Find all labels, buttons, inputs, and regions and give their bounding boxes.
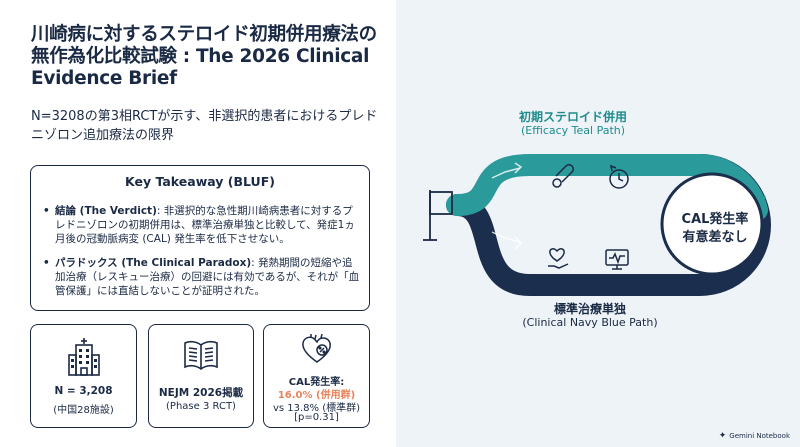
sample-size-sites: (中国28施設) <box>53 405 114 416</box>
cal-rate-combined: 16.0% (併用群) <box>277 390 356 401</box>
verdict-label: 結論 (The Verdict) <box>55 205 157 217</box>
page-title: 川崎病に対するステロイド初期併用療法の無作為化比較試験 : The 2026 C… <box>31 24 377 89</box>
journal-name: NEJM 2026掲載 <box>158 387 244 399</box>
verdict-text: : 非選択的な急性期川崎病患者に対するプレドニゾロンの初期併用は、標準治療単独と… <box>55 205 355 245</box>
cal-rate-standard: vs 13.8% (標準群) <box>272 403 361 414</box>
takeaway-item-verdict: • 結論 (The Verdict): 非選択的な急性期川崎病患者に対するプレド… <box>43 204 363 246</box>
paradox-label: パラドックス (The Clinical Paradox) <box>55 257 252 269</box>
cal-rate-label: CAL発生率: <box>288 377 345 388</box>
brand-label: Gemini Notebook <box>729 432 790 440</box>
hospital-icon <box>67 338 100 376</box>
journal-phase: (Phase 3 RCT) <box>166 401 236 412</box>
sparkle-icon: ✦ <box>718 431 727 441</box>
left-panel: 川崎病に対するステロイド初期併用療法の無作為化比較試験 : The 2026 C… <box>0 0 396 447</box>
standard-path-title: 標準治療単独 <box>553 302 626 316</box>
sample-size-value: N = 3,208 <box>54 385 113 397</box>
bullet: • <box>43 205 50 217</box>
monitor-icon <box>605 249 629 270</box>
paradox-text: : 発熱期間の短縮や追加治療（レスキュー治療）の回避には有効であるが、それが「血… <box>55 257 360 297</box>
result-node <box>660 172 764 276</box>
bullet: • <box>43 257 50 269</box>
sample-size-card: N = 3,208 (中国28施設) <box>30 324 137 428</box>
key-takeaway-box: Key Takeaway (BLUF) • 結論 (The Verdict): … <box>30 165 370 311</box>
steroid-path-subtitle: (Efficacy Teal Path) <box>520 124 626 137</box>
brand-watermark: ✦ Gemini Notebook <box>719 431 790 441</box>
signpost-icon <box>423 190 453 241</box>
cal-rate-card: CAL発生率: 16.0% (併用群) vs 13.8% (標準群) [p=0.… <box>263 324 370 428</box>
thermometer-icon <box>552 164 574 188</box>
result-line-2: 有意差なし <box>682 230 748 245</box>
result-line-1: CAL発生率 <box>681 212 749 227</box>
takeaway-heading: Key Takeaway (BLUF) <box>125 174 275 189</box>
takeaway-item-paradox: • パラドックス (The Clinical Paradox): 発熱期間の短縮… <box>43 256 363 298</box>
book-icon <box>184 340 218 371</box>
care-heart-icon <box>548 248 569 269</box>
standard-path-subtitle: (Clinical Navy Blue Path) <box>522 316 658 329</box>
cal-p-value: [p=0.31] <box>294 412 339 423</box>
heart-icon <box>301 333 331 363</box>
page-subtitle: N=3208の第3相RCTが示す、非選択的患者におけるプレドニゾロン追加療法の限… <box>31 109 378 143</box>
steroid-path-title: 初期ステロイド併用 <box>518 110 627 124</box>
clock-icon <box>609 164 629 189</box>
journal-card: NEJM 2026掲載 (Phase 3 RCT) <box>148 324 254 428</box>
